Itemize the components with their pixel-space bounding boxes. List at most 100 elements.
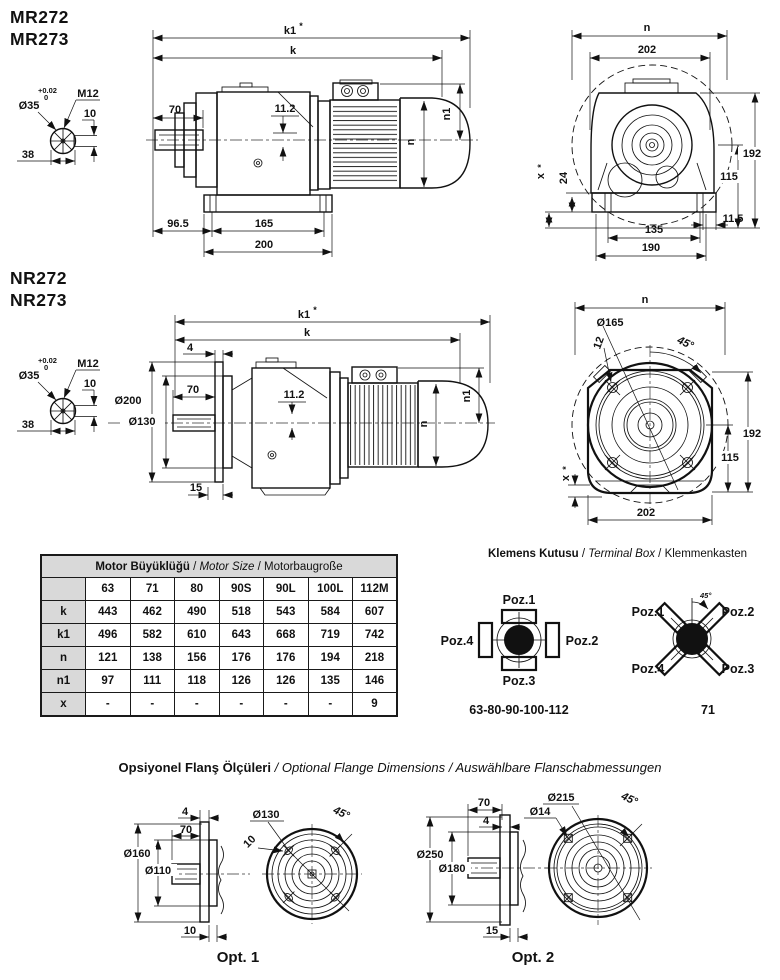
mr-front-view-drawing: n 202 192 115 24 x * 11.5 135 190 — [535, 22, 766, 261]
dim-d180-label: Ø180 — [439, 863, 466, 875]
poz1-label: Poz.1 — [632, 605, 665, 619]
cell: 97 — [85, 669, 131, 693]
cell: 9 — [352, 692, 398, 717]
dim-4-label: 4 — [182, 806, 189, 818]
cell: 610 — [174, 623, 220, 647]
cell: 543 — [263, 600, 309, 624]
dim-190-label: 190 — [642, 242, 660, 254]
sep: / — [189, 560, 200, 573]
poz4-label: Poz.4 — [632, 662, 665, 676]
nr-front-view-drawing: n Ø165 12 45° 192 115 x * 202 — [560, 294, 766, 525]
dim-d130-label: Ø130 — [129, 416, 156, 428]
model-title-nr: NR272 NR273 — [10, 267, 67, 311]
cell: 443 — [85, 600, 131, 624]
cell: 156 — [174, 646, 220, 670]
box1-caption: 63-80-90-100-112 — [469, 703, 568, 717]
sep: / — [254, 560, 265, 573]
col-header: 112M — [352, 577, 398, 601]
flange-front-view — [250, 820, 362, 924]
dim-165-label: 165 — [255, 218, 273, 230]
flange-opt1-drawing: Ø160 Ø110 4 70 10 Ø130 10 45° Opt. 1 — [119, 804, 362, 966]
tolerance-upper-label: +0.02 — [38, 86, 57, 95]
row-label: k1 — [40, 623, 86, 647]
mr-side-view-drawing: k1 * k 70 11.2 n n1 96.5 165 200 — [146, 21, 478, 257]
cell: 668 — [263, 623, 309, 647]
terminal-title-de: Klemmenkasten — [664, 548, 748, 560]
nr-side-view-drawing: k1 * k 4 70 Ø200 Ø130 11.2 n n1 15 — [106, 305, 495, 500]
terminal-title-en: Terminal Box — [588, 548, 655, 560]
dim-70-label: 70 — [187, 384, 199, 396]
row-label: x — [40, 692, 86, 717]
shaft-dimensions — [17, 99, 100, 165]
cell: - — [85, 692, 131, 717]
model-title-mr: MR272 MR273 — [10, 6, 69, 50]
dim-n-label: n — [405, 138, 417, 145]
col-header: 100L — [307, 577, 353, 601]
table-row-k: k 443 462 490 518 543 584 607 — [40, 600, 398, 624]
row-label: k — [40, 600, 86, 624]
shaft-diameter-label: Ø35 — [19, 370, 40, 382]
dim-x-label: x — [560, 474, 572, 481]
table-row-x: x - - - - - - 9 — [40, 692, 398, 717]
dim-11-2-label: 11.2 — [284, 389, 305, 401]
tolerance-upper-label: +0.02 — [38, 356, 57, 365]
dim-d110-label: Ø110 — [145, 865, 171, 877]
dim-15-label: 15 — [486, 925, 498, 937]
angle-45-label: 45° — [330, 804, 352, 823]
flange-section-title: Opsiyonel Flanş Ölçüleri / Optional Flan… — [0, 760, 780, 775]
tolerance-lower-label: 0 — [44, 93, 48, 102]
flange-bolts — [604, 379, 696, 471]
flange-side-section — [164, 821, 250, 923]
table-title-de: Motorbaugroße — [264, 560, 343, 573]
sep: / — [270, 760, 282, 775]
thread-label: M12 — [77, 88, 98, 100]
dim-x-star: * — [536, 164, 546, 168]
cell: 462 — [129, 600, 175, 624]
terminal-title-tr: Klemens Kutusu — [487, 548, 579, 560]
sep: / — [578, 548, 589, 560]
housing-outline — [571, 64, 733, 226]
dimension-lines — [148, 315, 491, 500]
shaft-dimensions — [17, 369, 100, 435]
dim-24-label: 24 — [558, 171, 570, 184]
cell: 218 — [352, 646, 398, 670]
angle-45-label: 45° — [674, 334, 696, 353]
dim-d14-label: Ø14 — [530, 806, 552, 818]
cell: 135 — [307, 669, 353, 693]
dim-d200-label: Ø200 — [115, 395, 142, 407]
shaft-end-geometry — [49, 127, 97, 155]
col-header: 90L — [263, 577, 309, 601]
dim-192-label: 192 — [743, 148, 761, 160]
dim-x-label: x — [535, 172, 547, 179]
dim-192-label: 192 — [743, 428, 761, 440]
keyway-width-label: 10 — [84, 378, 96, 390]
dim-k1-star: * — [313, 305, 317, 315]
gearmotor-outline — [146, 79, 478, 213]
dim-70-label: 70 — [169, 104, 181, 116]
dim-d130-label: Ø130 — [253, 809, 280, 821]
thread-label: M12 — [77, 358, 98, 370]
table-title-cell: Motor Büyüklüğü / Motor Size / Motorbaug… — [40, 554, 398, 578]
dim-4-label: 4 — [483, 815, 490, 827]
table-row-n1: n1 97 111 118 126 126 135 146 — [40, 669, 398, 693]
poz1-label: Poz.1 — [503, 593, 536, 607]
flange-opt2-drawing: Ø250 Ø180 70 4 15 Ø215 Ø14 45° Opt. 2 — [412, 790, 652, 966]
terminal-box-position-diagram-45deg: 45° Poz.1 Poz.2 Poz.3 Poz.4 71 — [632, 591, 755, 717]
dim-135-label: 135 — [645, 224, 663, 236]
terminal-box-title: Klemens Kutusu / Terminal Box / Klemmenk… — [455, 548, 780, 560]
dim-d165-label: Ø165 — [597, 317, 624, 329]
dim-15-label: 15 — [190, 482, 202, 494]
col-header: 90S — [218, 577, 264, 601]
row-label: n — [40, 646, 86, 670]
cell: - — [174, 692, 220, 717]
table-header-row: 63 71 80 90S 90L 100L 112M — [40, 577, 398, 601]
box2-caption: 71 — [701, 703, 715, 717]
col-header: 63 — [85, 577, 131, 601]
dim-k1-label: k1 — [298, 309, 310, 321]
dimension-lines — [568, 302, 753, 525]
dim-10-hole-label: 10 — [241, 833, 258, 850]
dimension-lines — [545, 30, 760, 261]
angle-45-label: 45° — [618, 790, 640, 809]
cell: - — [129, 692, 175, 717]
